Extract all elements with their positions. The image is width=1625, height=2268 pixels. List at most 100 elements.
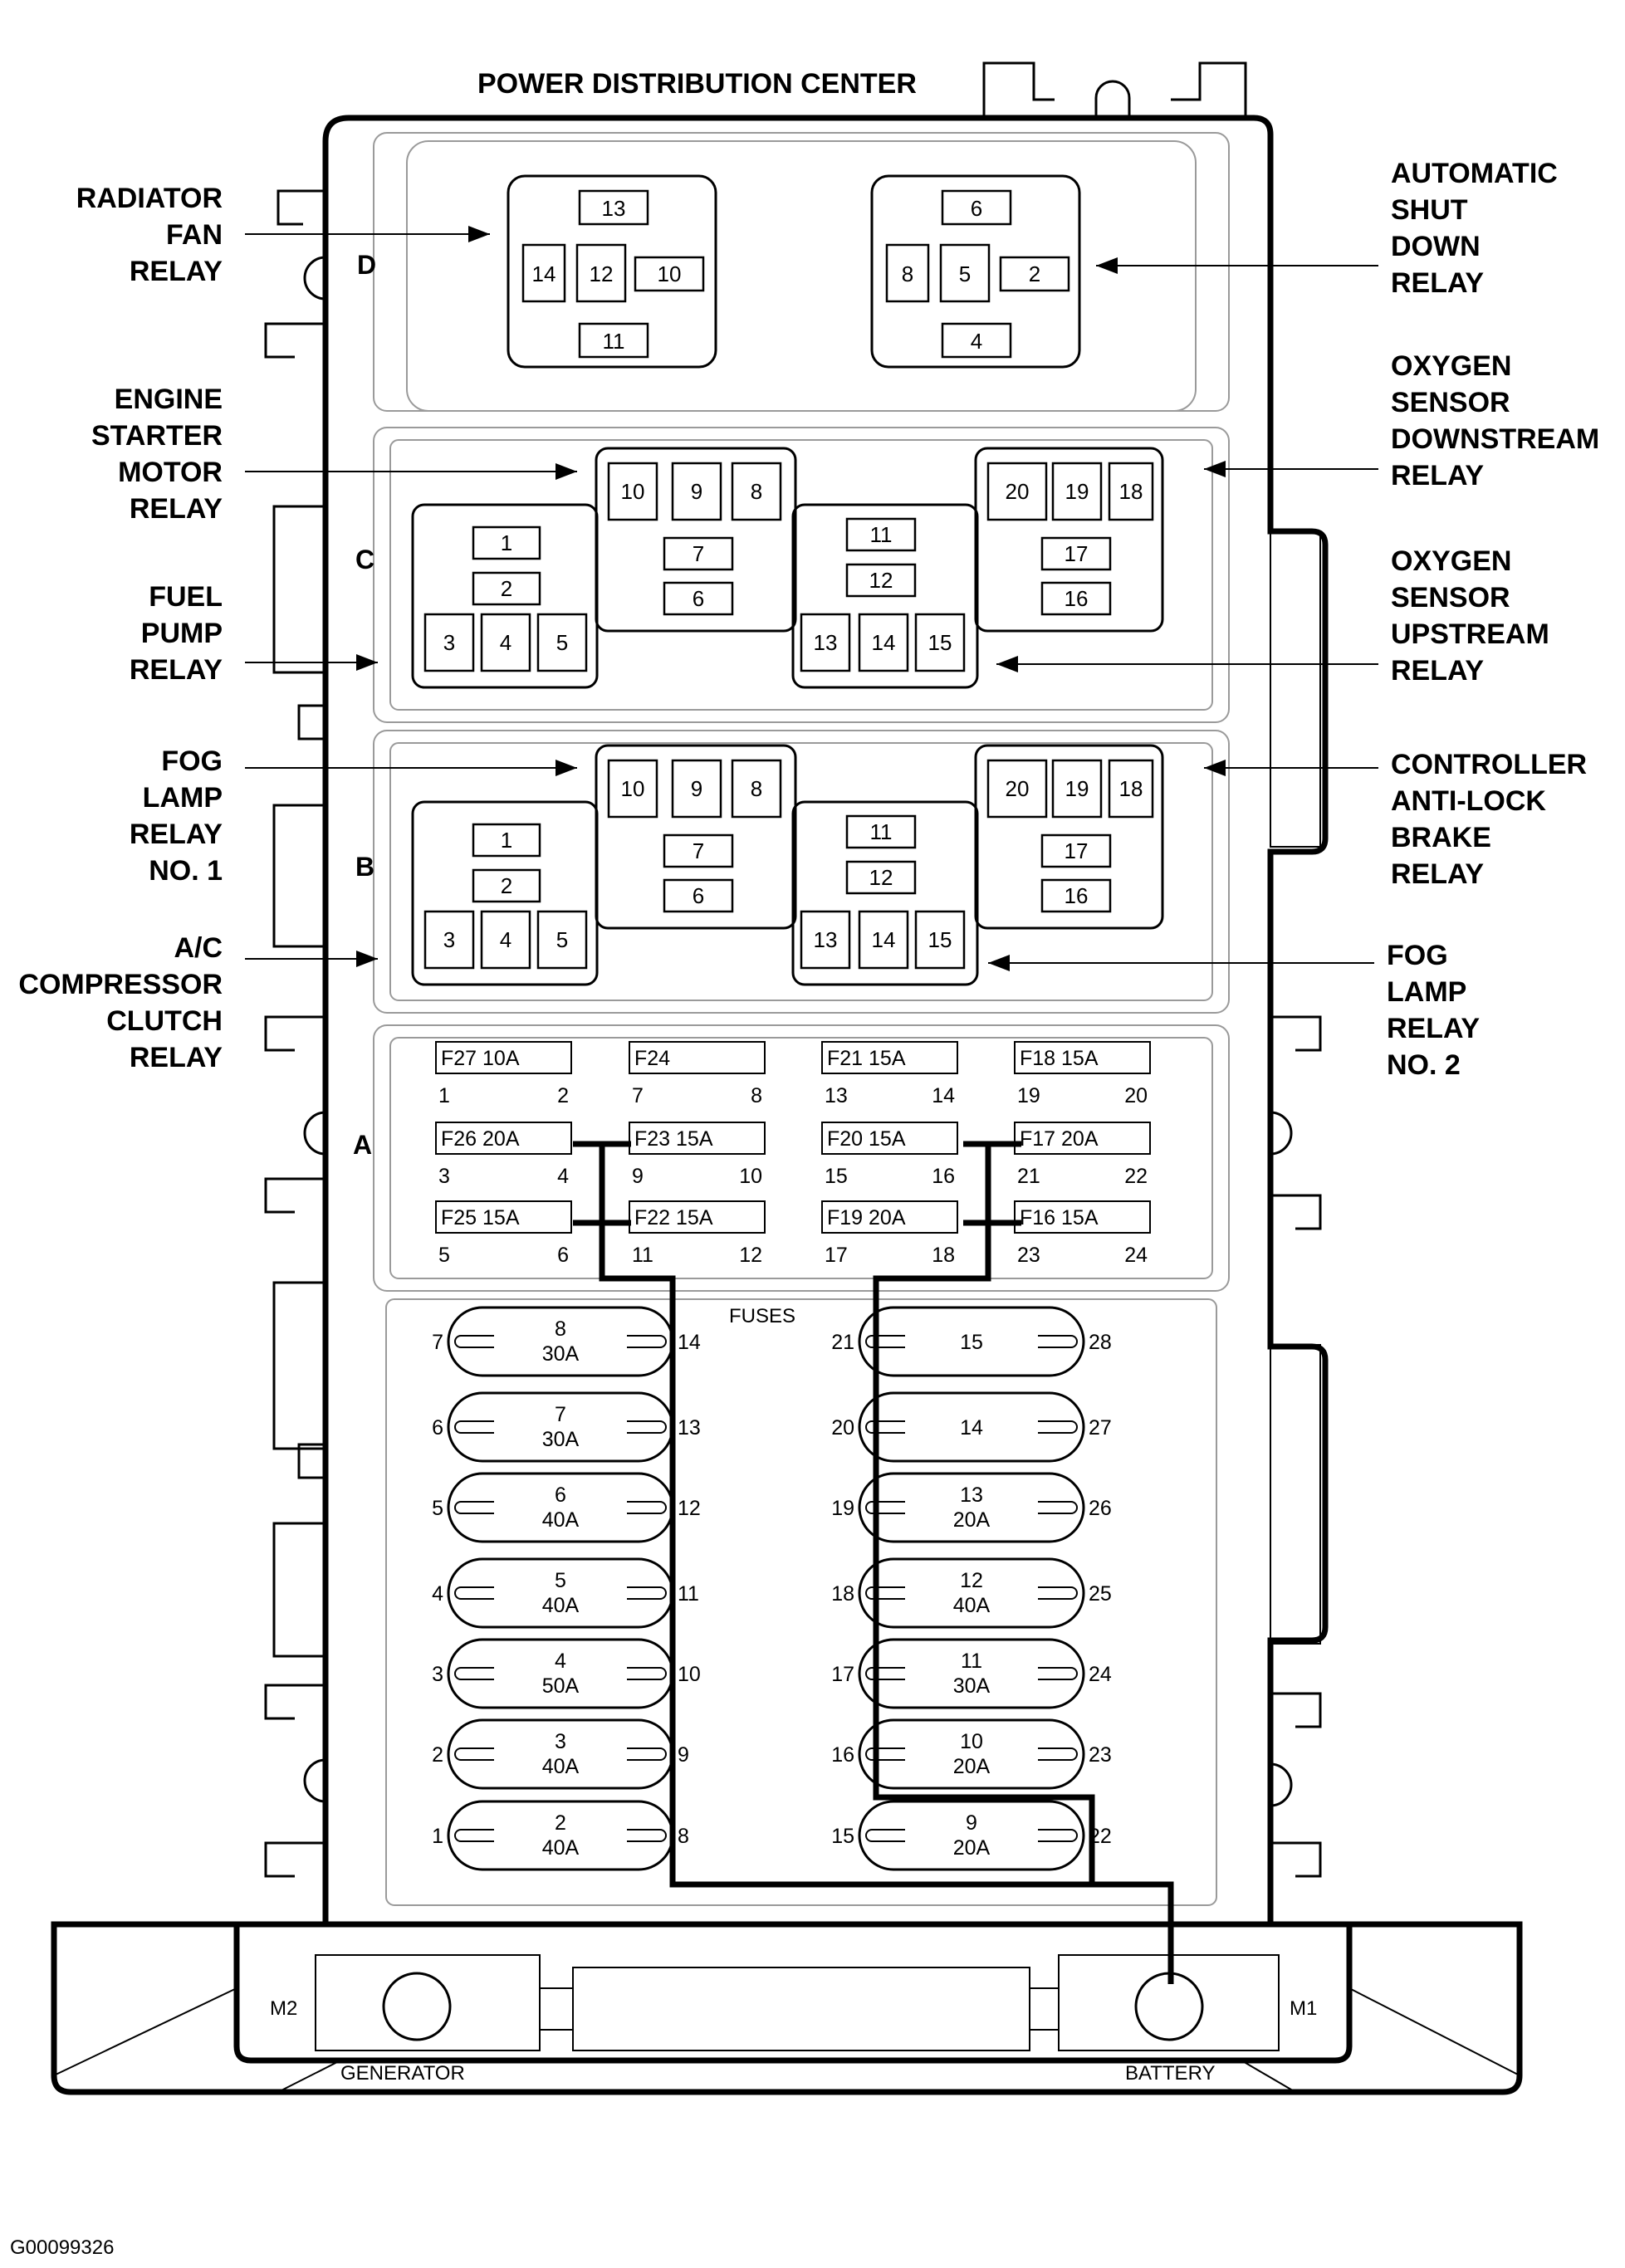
maxi-fuse-number: 15	[960, 1331, 983, 1354]
mini-fuse-pin: 21	[1017, 1165, 1040, 1188]
callout-line: FOG	[161, 745, 223, 777]
relay-cell: 3	[443, 630, 455, 655]
maxi-fuse-rating: 20A	[953, 1508, 991, 1532]
maxi-fuse-pin: 24	[1089, 1663, 1112, 1686]
svg-text:2: 2	[1029, 262, 1040, 286]
callout-line: RADIATOR	[76, 183, 223, 214]
relay-cell: 1	[501, 828, 512, 853]
callout-line: OXYGEN	[1391, 350, 1511, 382]
maxi-fuse-pin: 7	[432, 1331, 443, 1354]
battery-label: BATTERY	[1125, 2062, 1215, 2085]
relay-cell: 14	[872, 630, 896, 655]
relay-cell: 5	[556, 927, 568, 952]
mini-fuse-pin: 3	[438, 1165, 450, 1188]
mini-fuse-pin: 9	[632, 1165, 644, 1188]
mini-fuse-pin: 6	[557, 1244, 569, 1267]
section-c-letter: C	[355, 545, 374, 574]
maxi-fuse-rating: 30A	[953, 1674, 991, 1698]
relay-cell: 7	[693, 541, 704, 566]
m1-label: M1	[1290, 1997, 1317, 2020]
callout-line: MOTOR	[118, 457, 223, 488]
mini-fuse-pin: 2	[557, 1084, 569, 1107]
figure-id: G00099326	[10, 2236, 114, 2259]
callout-line: RELAY	[130, 493, 223, 525]
mini-fuse-label: F20 15A	[827, 1127, 906, 1151]
relay-cell: 12	[869, 865, 893, 890]
svg-text:5: 5	[959, 262, 971, 286]
callout-line: ENGINE	[115, 384, 223, 415]
mini-fuse-pin: 10	[739, 1165, 762, 1188]
maxi-fuse-pin: 5	[432, 1497, 443, 1520]
left-side-tabs	[264, 189, 327, 1878]
maxi-fuse-number: 6	[555, 1483, 566, 1507]
relay-radiator-fan-block: 13 14 12 10 11	[507, 174, 717, 369]
relay-cell: 18	[1119, 776, 1143, 801]
mini-fuse-pin: 15	[825, 1165, 848, 1188]
mini-fuse-pin: 4	[557, 1165, 569, 1188]
m2-label: M2	[270, 1997, 297, 2020]
svg-text:8: 8	[902, 262, 913, 286]
callout-line: NO. 2	[1387, 1049, 1461, 1081]
maxi-fuse-pin: 12	[678, 1497, 701, 1520]
svg-text:4: 4	[971, 329, 982, 354]
maxi-fuse-number: 10	[960, 1730, 983, 1753]
maxi-fuse-pin: 14	[678, 1331, 701, 1354]
mini-fuse-label: F26 20A	[441, 1127, 520, 1151]
housing-outline	[322, 115, 1329, 1928]
relay-cell: 11	[870, 522, 893, 547]
maxi-fuse-pin: 16	[831, 1743, 854, 1767]
callout-line: FUEL	[149, 581, 223, 613]
relay-cell: 9	[691, 479, 702, 504]
svg-text:13: 13	[602, 196, 626, 221]
mini-fuse-pin: 23	[1017, 1244, 1040, 1267]
diagram-title: POWER DISTRIBUTION CENTER	[477, 68, 917, 100]
relay-cell: 15	[928, 927, 952, 952]
maxi-fuse-number: 4	[555, 1650, 566, 1673]
maxi-fuse-rating: 20A	[953, 1755, 991, 1778]
mini-fuse-label: F22 15A	[634, 1206, 713, 1229]
mini-fuse-label: F19 20A	[827, 1206, 906, 1229]
mini-fuse-pin: 12	[739, 1244, 762, 1267]
callout-line: CONTROLLER	[1391, 749, 1587, 780]
mini-fuse-label: F18 15A	[1020, 1047, 1099, 1070]
maxi-fuse-rating: 30A	[542, 1342, 580, 1366]
relay-cell: 16	[1065, 586, 1089, 611]
mini-fuse: F20 15A 15 16	[821, 1122, 958, 1188]
relay-cell: 9	[691, 776, 702, 801]
callout-line: RELAY	[1391, 858, 1484, 890]
maxi-fuse-pin: 1	[432, 1825, 443, 1848]
mini-fuse-label: F27 10A	[441, 1047, 520, 1070]
maxi-fuse-pin: 18	[831, 1582, 854, 1606]
maxi-fuse-rating: 40A	[542, 1508, 580, 1532]
relay-cell: 14	[872, 927, 896, 952]
mini-fuse-pin: 13	[825, 1084, 848, 1107]
callout-line: CLUTCH	[106, 1005, 223, 1037]
maxi-fuse-pin: 10	[678, 1663, 701, 1686]
mini-fuse-pin: 16	[932, 1165, 955, 1188]
relay-cell: 17	[1065, 541, 1089, 566]
callout-line: FOG	[1387, 940, 1448, 971]
maxi-fuse-number: 14	[960, 1416, 983, 1439]
terminal-housing: M2 M1 GENERATOR BATTERY	[51, 1921, 1523, 2095]
relay-cell: 6	[693, 883, 704, 908]
callout-line: AUTOMATIC	[1391, 158, 1558, 189]
maxi-fuse-rating: 30A	[542, 1428, 580, 1451]
mini-fuse-label: F24	[634, 1047, 670, 1070]
callout-line: RELAY	[1391, 460, 1484, 491]
